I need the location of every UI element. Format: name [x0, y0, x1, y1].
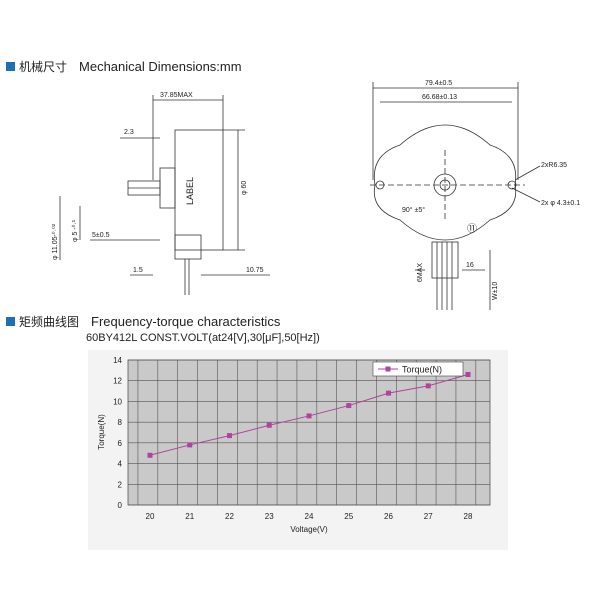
dim-wire-gap: 6MAX — [417, 263, 424, 282]
circle-mark: ⑪ — [467, 223, 477, 235]
y-tick-label: 0 — [118, 501, 123, 510]
x-tick-label: 27 — [424, 512, 433, 521]
y-tick-label: 14 — [113, 356, 122, 365]
x-axis-label: Voltage(V) — [290, 525, 328, 534]
dim-tail-len: 10.75 — [246, 267, 264, 274]
legend-box — [372, 361, 464, 377]
data-point-torque — [147, 452, 153, 458]
dim-wire-len: 16 — [466, 262, 474, 269]
x-tick-label: 20 — [146, 512, 155, 521]
y-tick-label: 6 — [118, 439, 123, 448]
data-point-torque — [346, 403, 352, 409]
leader-r635 — [514, 165, 541, 181]
frequency-torque-en: Frequency-torque characteristics — [91, 314, 281, 329]
y-tick-label: 10 — [113, 397, 122, 406]
motor-body-side — [174, 129, 224, 251]
mechanical-dimensions-heading: 机械尺寸 Mechanical Dimensions:mm — [6, 58, 242, 75]
mechanical-dimensions-en: Mechanical Dimensions:mm — [79, 59, 242, 74]
dim-flat: 5±0.5 — [92, 232, 110, 239]
dim-dia60: φ 60 — [241, 181, 248, 195]
dim-flange-w: 79.4±0.5 — [425, 80, 452, 87]
data-point-torque — [187, 442, 193, 448]
x-tick-label: 22 — [225, 512, 234, 521]
data-point-torque — [227, 433, 232, 439]
dim-dia11: φ 11.05-⁰·⁰² — [51, 223, 59, 260]
frequency-torque-cn: 矩频曲线图 — [19, 315, 80, 329]
dim-wire-w: W±10 — [492, 282, 499, 300]
connector-block — [174, 234, 202, 260]
x-tick-label: 25 — [344, 512, 353, 521]
motor-label: LABEL — [185, 177, 195, 205]
dim-angle: 90° ±5° — [402, 206, 425, 214]
legend-marker — [385, 366, 391, 372]
chart-subtitle: 60BY412L CONST.VOLT(at24[V],30[μF],50[Hz… — [86, 332, 320, 344]
y-tick-label: 8 — [118, 418, 123, 427]
dim-shaft-offset: 2.3 — [124, 129, 134, 136]
section-marker-icon — [6, 317, 15, 326]
mechanical-dimensions-cn: 机械尺寸 — [19, 60, 68, 74]
dim-hole-pitch: 66.68±0.13 — [422, 94, 457, 101]
x-tick-label: 23 — [265, 512, 274, 521]
dim-mount-hole: 2x φ 4.3±0.1 — [541, 200, 580, 207]
data-point-torque — [266, 422, 272, 428]
mechanical-drawing: 37.85MAX 2.3 LABEL φ 60 φ 11.05-⁰·⁰² φ 5… — [51, 80, 580, 310]
dim-mount-r: 2xR6.35 — [541, 162, 567, 169]
y-tick-label: 2 — [118, 480, 123, 489]
y-axis-label: Torque(N) — [97, 414, 106, 450]
data-point-torque — [386, 390, 391, 396]
x-tick-label: 21 — [185, 512, 194, 521]
wire-harness — [431, 241, 459, 279]
section-marker-icon — [6, 62, 15, 71]
dim-overall-len: 37.85MAX — [160, 92, 193, 99]
frequency-torque-heading: 矩频曲线图 Frequency-torque characteristics — [6, 313, 280, 330]
legend-label-torque: Torque(N) — [402, 365, 442, 375]
leader-hole — [511, 187, 541, 203]
x-tick-label: 24 — [305, 512, 314, 521]
x-tick-label: 28 — [464, 512, 473, 521]
plot-area — [127, 359, 491, 506]
data-point-torque — [306, 413, 312, 419]
x-tick-label: 26 — [384, 512, 393, 521]
dim-pin-len: 1.5 — [133, 267, 143, 274]
data-point-torque — [465, 372, 471, 377]
y-tick-label: 4 — [118, 460, 123, 469]
data-point-torque — [425, 383, 431, 389]
motor-boss — [159, 167, 176, 209]
y-tick-label: 12 — [113, 377, 122, 386]
dim-dia5: φ 5 -⁰·¹ — [71, 219, 79, 242]
